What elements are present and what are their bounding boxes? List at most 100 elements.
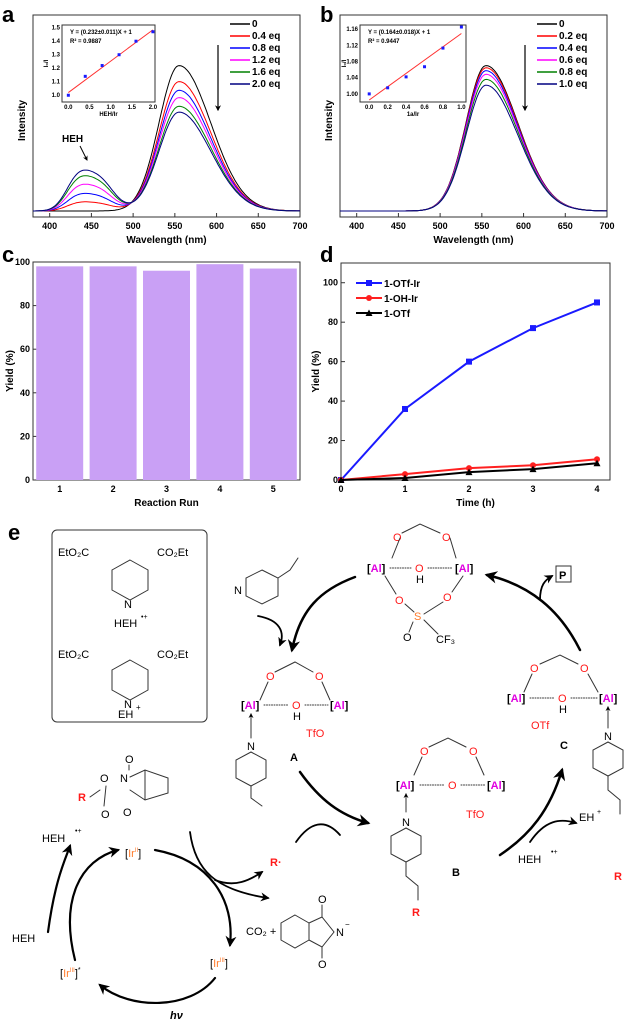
- y-tick-label: 100: [15, 257, 30, 267]
- n-label: N: [336, 927, 344, 939]
- spectrum-line-0.8eq: [33, 89, 300, 212]
- o-label: O: [101, 809, 110, 821]
- x-tick-label: 550: [167, 221, 182, 231]
- mechanism-scheme: EtO₂C CO₂Et N HEH •+ EtO₂C CO₂Et N EH + …: [12, 523, 624, 1022]
- al-label: [Al]: [599, 693, 618, 705]
- arrow-heh-oxidation: [46, 843, 73, 934]
- vinyl-group: [277, 557, 299, 579]
- ir3-label: [IrIII]: [210, 958, 228, 970]
- o-label: O: [318, 894, 327, 906]
- o-label: O: [403, 632, 412, 644]
- dihydropyridine-ring: [111, 559, 149, 601]
- pyridinium-ring: [111, 659, 149, 701]
- inset-x-tick: 0.5: [85, 105, 94, 111]
- y-tick-label: 20: [20, 431, 30, 441]
- inset-x-title: HEH/Ir: [99, 112, 118, 118]
- anion-charge: −: [345, 920, 350, 929]
- intermediate-c-label: C: [560, 740, 568, 752]
- inset-y-tick: 1.12: [346, 43, 358, 49]
- legend-label: 0.4 eq: [252, 31, 280, 42]
- arrow-c-to-top: [484, 571, 582, 652]
- o-label: O: [125, 754, 134, 766]
- o-label: O: [580, 663, 589, 675]
- panel-letter-e: e: [8, 520, 20, 545]
- panel-letter-a: a: [2, 2, 15, 27]
- x-axis-title: Reaction Run: [134, 498, 198, 509]
- y-tick-label: 60: [20, 344, 30, 354]
- al-label: [Al]: [487, 780, 506, 792]
- x-tick-label: 500: [433, 221, 448, 231]
- inset-data-point: [134, 39, 138, 43]
- x-tick-label: 1: [57, 484, 62, 494]
- o-label: O: [469, 746, 478, 758]
- arrow-photoexcitation: [98, 976, 217, 1004]
- eh-cation-label: EH: [579, 812, 594, 824]
- inset-x-tick: 2.0: [149, 105, 158, 111]
- co2et-label: CO₂Et: [157, 649, 188, 661]
- plot-frame: [340, 262, 611, 481]
- arrow-eh-out: [529, 816, 578, 843]
- inset-x-tick: 0.0: [365, 105, 374, 111]
- inset-y-tick: 1.04: [346, 76, 358, 82]
- legend-label: 1-OH-Ir: [384, 294, 418, 305]
- o-label: O: [318, 959, 327, 971]
- o-label: O: [448, 780, 457, 792]
- co2-label: CO₂ +: [246, 926, 276, 938]
- legend-label: 0.2 eq: [559, 31, 587, 42]
- inset-y-tick: 1.08: [346, 59, 358, 65]
- arrow-b-to-c: [498, 767, 566, 857]
- inset-x-title: 1a/Ir: [407, 112, 420, 118]
- x-tick-label: 550: [474, 221, 489, 231]
- y-tick-label: 0: [25, 475, 30, 485]
- legend-marker: [366, 295, 372, 301]
- inset-data-point: [151, 30, 155, 34]
- x-tick-label: 4: [594, 484, 599, 494]
- y-axis-title: Yield (%): [5, 350, 16, 392]
- x-tick-label: 650: [558, 221, 573, 231]
- al-complex-top: O O [Al] O H [Al] O O S O CF₃: [367, 523, 474, 646]
- al-complex-c: O O [Al] O H [Al] OTf C N R: [507, 654, 624, 883]
- x-tick-label: 600: [209, 221, 224, 231]
- o-label: O: [393, 532, 402, 544]
- inset-y-tick: 1.3: [52, 53, 61, 59]
- o-label: O: [292, 700, 301, 712]
- otf-label: OTf: [531, 720, 550, 732]
- arrow-ir3star-to-ir2: [68, 846, 121, 962]
- inset-x-tick: 1.0: [106, 105, 115, 111]
- hantzsch-ester-box: EtO₂C CO₂Et N HEH •+ EtO₂C CO₂Et N EH +: [51, 529, 208, 723]
- panel-letter-b: b: [320, 2, 333, 27]
- inset-x-tick: 0.8: [439, 105, 448, 111]
- y-tick-label: 40: [328, 396, 338, 406]
- legend-label: 0.6 eq: [559, 55, 587, 66]
- yield-bar-run-3: [143, 270, 190, 480]
- inset-y-tick: 1.4: [52, 39, 61, 45]
- legend-label: 1.2 eq: [252, 55, 280, 66]
- arrow-substrate-in: [257, 615, 287, 647]
- y-tick-label: 0: [333, 475, 338, 485]
- legend-label: 0.4 eq: [559, 43, 587, 54]
- data-point-1-OTf-Ir: [594, 299, 600, 306]
- x-tick-label: 0: [338, 484, 343, 494]
- heh-arrow: [79, 145, 88, 161]
- o-label: O: [100, 773, 109, 785]
- inset-equation: Y = (0.164±0.018)X + 1: [368, 30, 431, 36]
- legend-label: 2.0 eq: [252, 79, 280, 90]
- inset-data-point: [100, 64, 104, 68]
- inset-y-title: I₀/I: [44, 59, 50, 67]
- arrow-product-out: [539, 575, 554, 601]
- inset-data-point: [367, 92, 371, 96]
- inset-data-point: [66, 93, 70, 97]
- x-tick-label: 450: [84, 221, 99, 231]
- heh-label: HEH: [12, 933, 35, 945]
- inset-x-tick: 1.5: [128, 105, 137, 111]
- arrow-to-phthalimide: [189, 831, 270, 902]
- inset-r-squared: R² = 0.9887: [70, 38, 102, 45]
- x-tick-label: 2: [466, 484, 471, 494]
- light-hv-label: hν: [170, 1010, 184, 1022]
- radical-cation-superscript: •+: [75, 828, 82, 835]
- inset-y-tick: 1.00: [346, 92, 358, 98]
